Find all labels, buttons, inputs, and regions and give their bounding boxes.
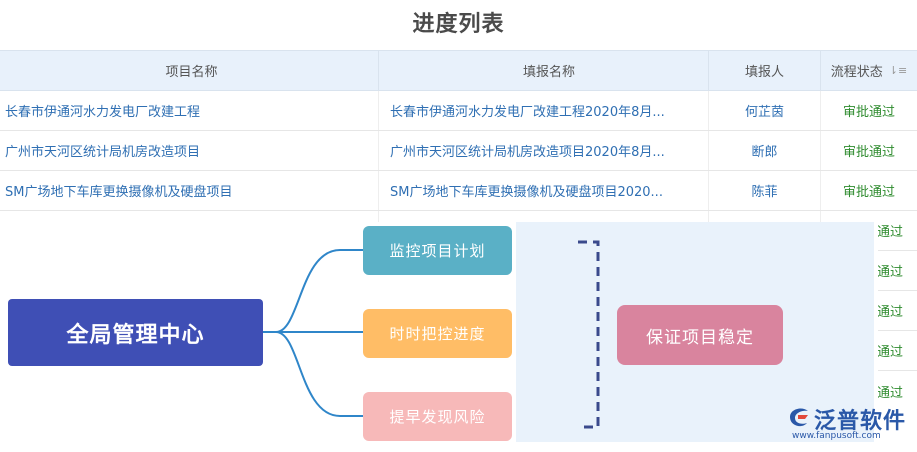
cell-status: 通过 xyxy=(876,385,903,401)
cell-status: 审批通过 xyxy=(842,185,895,200)
header-reporter[interactable]: 填报人 xyxy=(709,51,821,90)
table-row[interactable]: 长春市伊通河水力发电厂改建工程 长春市伊通河水力发电厂改建工程2020年8月..… xyxy=(0,91,917,131)
center-node: 全局管理中心 xyxy=(8,299,263,366)
brand-watermark: 泛普软件 www.fanpusoft.com xyxy=(786,403,914,449)
cell-report-name-text: SM广场地下车库更换摄像机及硬盘项目2020... xyxy=(390,185,663,200)
header-project-name[interactable]: 项目名称 xyxy=(0,51,379,90)
branch-node-monitor-plan: 监控项目计划 xyxy=(363,226,512,275)
page-title: 进度列表 xyxy=(412,12,505,37)
bracket-line xyxy=(578,240,600,429)
table-row[interactable]: SM广场地下车库更换摄像机及硬盘项目 SM广场地下车库更换摄像机及硬盘项目202… xyxy=(0,171,917,211)
table-row[interactable]: 广州市天河区统计局机房改造项目 广州市天河区统计局机房改造项目2020年8月..… xyxy=(0,131,917,171)
management-diagram: 全局管理中心 监控项目计划 时时把控进度 提早发现风险 保证项目稳定 xyxy=(0,222,878,442)
cell-report-name-text: 长春市伊通河水力发电厂改建工程2020年8月... xyxy=(390,105,665,120)
cell-status: 通过 xyxy=(876,345,903,360)
cell-status: 通过 xyxy=(876,265,903,280)
cell-status: 审批通过 xyxy=(842,105,895,120)
cell-reporter: 断郎 xyxy=(709,131,821,170)
cell-report-name-text: 广州市天河区统计局机房改造项目2020年8月... xyxy=(390,145,665,160)
header-status[interactable]: 流程状态 ⇂≡ xyxy=(821,51,917,90)
cell-reporter: 陈菲 xyxy=(709,171,821,210)
cell-reporter: 何芷茵 xyxy=(709,91,821,130)
branch-node-control-progress: 时时把控进度 xyxy=(363,309,512,358)
progress-table: 项目名称 填报名称 填报人 流程状态 ⇂≡ 长春市伊通河水力发电厂改建工程 长春… xyxy=(0,50,917,411)
brand-url: www.fanpusoft.com xyxy=(792,431,881,441)
table-header: 项目名称 填报名称 填报人 流程状态 ⇂≡ xyxy=(0,51,917,91)
cell-report-name[interactable]: 长春市伊通河水力发电厂改建工程2020年8月... xyxy=(379,91,709,130)
cell-project-name[interactable]: SM广场地下车库更换摄像机及硬盘项目 xyxy=(0,171,379,210)
fanpu-logo-icon xyxy=(790,408,808,427)
cell-report-name[interactable]: 广州市天河区统计局机房改造项目2020年8月... xyxy=(379,131,709,170)
cell-status: 通过 xyxy=(876,225,903,240)
cell-project-name[interactable]: 广州市天河区统计局机房改造项目 xyxy=(0,131,379,170)
header-report-name[interactable]: 填报名称 xyxy=(379,51,709,90)
cell-status: 审批通过 xyxy=(842,145,895,160)
brand-name: 泛普软件 xyxy=(814,409,907,434)
cell-status: 通过 xyxy=(876,305,903,320)
sort-icon[interactable]: ⇂≡ xyxy=(888,64,908,77)
result-node: 保证项目稳定 xyxy=(617,305,783,365)
header-status-label: 流程状态 xyxy=(830,65,883,80)
cell-report-name[interactable]: SM广场地下车库更换摄像机及硬盘项目2020... xyxy=(379,171,709,210)
connector-line xyxy=(263,249,363,333)
branch-node-detect-risk: 提早发现风险 xyxy=(363,392,512,441)
connector-line xyxy=(263,331,363,417)
cell-project-name[interactable]: 长春市伊通河水力发电厂改建工程 xyxy=(0,91,379,130)
diagram-connectors xyxy=(263,240,600,429)
